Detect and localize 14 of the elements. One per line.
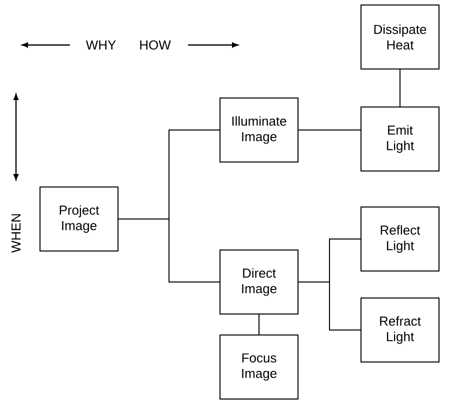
function-box: Refract Light xyxy=(360,298,440,362)
function-box: Emit Light xyxy=(360,106,440,172)
connector-line xyxy=(258,314,260,335)
function-box: Focus Image xyxy=(220,334,298,400)
connector-line xyxy=(298,282,361,330)
direction-label: WHEN xyxy=(12,214,20,253)
function-box: Dissipate Heat xyxy=(360,4,440,70)
direction-label: HOW xyxy=(140,40,171,50)
function-box: Project Image xyxy=(40,186,118,252)
connector-line xyxy=(118,218,220,282)
direction-label: WHY xyxy=(86,40,116,50)
function-box: Direct Image xyxy=(220,250,298,314)
function-box: Illuminate Image xyxy=(220,98,298,162)
function-box: Reflect Light xyxy=(360,206,440,272)
